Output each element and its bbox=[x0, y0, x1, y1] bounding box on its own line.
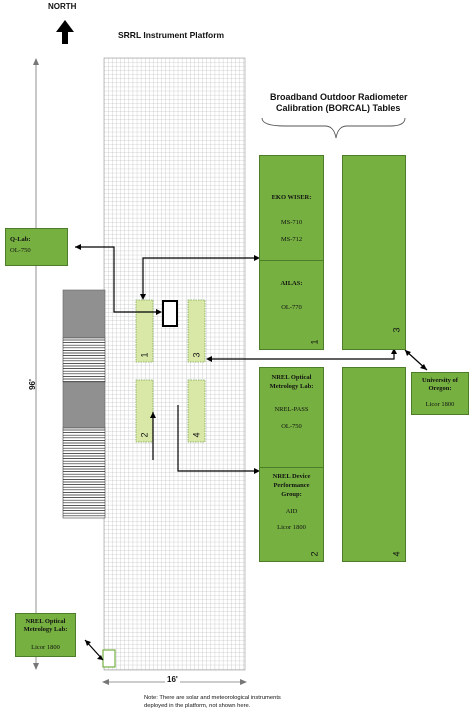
left-structure-stripes-1 bbox=[62, 337, 106, 383]
ailas-title: AILAS: bbox=[280, 280, 303, 287]
devperf-title-line1: NREL Device bbox=[272, 473, 311, 480]
eko-wiser-title: EKO WISER: bbox=[271, 194, 312, 201]
licor-item: Licor 1800 bbox=[277, 524, 306, 531]
table-4-number: 4 bbox=[391, 551, 402, 557]
table-1-number: 1 bbox=[309, 339, 320, 345]
footnote: Note: There are solar and meteorological… bbox=[144, 695, 281, 711]
nrel-oml-box: NREL Optical Metrology Lab: Licor 1800 bbox=[15, 613, 76, 657]
footnote-line2: deployed in the platform, not shown here… bbox=[144, 702, 251, 709]
aid-item: AID bbox=[285, 508, 298, 515]
platform-box-number-1: 1 bbox=[139, 352, 150, 358]
qlab-box: Q-Lab: OL-750 bbox=[5, 228, 68, 266]
nrel-oml-box-title-line2: Metrology Lab: bbox=[23, 625, 68, 633]
oregon-title-line2: Oregon: bbox=[428, 384, 452, 392]
table-3-number: 3 bbox=[391, 327, 402, 333]
devperf-title-line3: Group: bbox=[281, 491, 302, 498]
qlab-item: OL-750 bbox=[10, 246, 31, 254]
eko-item-ms712: MS-712 bbox=[280, 236, 303, 243]
platform-box-number-4: 4 bbox=[191, 432, 202, 438]
ol750-item: OL-750 bbox=[281, 423, 302, 430]
qlab-title: Q-Lab: bbox=[10, 236, 31, 243]
borcal-title-line2: Calibration (BORCAL) Tables bbox=[276, 103, 401, 113]
nrel-pass-item: NREL-PASS bbox=[274, 406, 309, 413]
table-2-number: 2 bbox=[309, 551, 320, 557]
borcal-title-line1: Broadband Outdoor Radiometer bbox=[270, 92, 408, 102]
borcal-table-1: EKO WISER: MS-710 MS-712 AILAS: OL-770 1 bbox=[259, 155, 324, 350]
dimension-16-label: 16' bbox=[165, 675, 180, 684]
diagram-title: SRRL Instrument Platform bbox=[118, 30, 225, 40]
platform-box-number-2: 2 bbox=[139, 432, 150, 438]
north-arrow-icon bbox=[56, 20, 74, 44]
borcal-table-2: NREL Optical Metrology Lab: NREL-PASS OL… bbox=[259, 367, 324, 562]
oregon-box: University of Oregon: Licor 1800 bbox=[411, 372, 469, 415]
dimension-96-label: 96' bbox=[27, 379, 37, 390]
oregon-item: Licor 1800 bbox=[425, 400, 455, 408]
nrel-oml-box-title-line1: NREL Optical bbox=[25, 618, 66, 625]
footnote-line1: Note: There are solar and meteorological… bbox=[144, 695, 281, 701]
platform-box-number-3: 3 bbox=[191, 352, 202, 358]
north-label: NORTH bbox=[48, 2, 77, 11]
oregon-title-line1: University of bbox=[422, 377, 458, 384]
nrel-oml-box-item: Licor 1800 bbox=[31, 643, 60, 651]
devperf-title-line2: Performance bbox=[273, 482, 310, 489]
eko-item-ms710: MS-710 bbox=[280, 219, 303, 226]
ailas-item: OL-770 bbox=[281, 304, 302, 311]
north-arrow bbox=[55, 4, 75, 44]
borcal-table-3: 3 bbox=[342, 155, 406, 350]
nrel-oml-title-line2: Metrology Lab: bbox=[269, 383, 314, 390]
borcal-table-4: 4 bbox=[342, 367, 406, 562]
nrel-oml-title-line1: NREL Optical bbox=[271, 374, 312, 381]
